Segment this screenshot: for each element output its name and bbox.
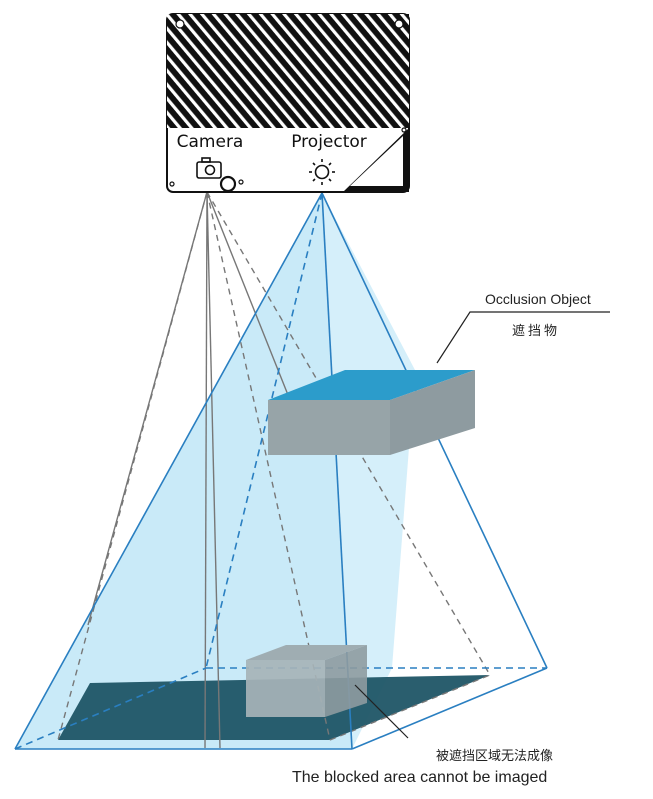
camera-ray-2 bbox=[57, 191, 208, 741]
camera-icon bbox=[196, 157, 222, 179]
sun-icon bbox=[309, 159, 335, 185]
camera-ray-6 bbox=[206, 191, 331, 741]
blocked-leader-line bbox=[354, 684, 409, 739]
ground-box bbox=[246, 645, 367, 717]
base-right bbox=[351, 667, 548, 750]
occlusion-box bbox=[268, 370, 475, 455]
device-corner-inner bbox=[350, 136, 403, 186]
blocked-label-cn: 被遮挡区域无法成像 bbox=[436, 748, 553, 764]
fringe-pattern bbox=[167, 14, 409, 128]
camera-label: Camera bbox=[177, 132, 244, 152]
lens-ring-icon bbox=[219, 175, 244, 193]
device-screws bbox=[169, 19, 407, 187]
blocked-label-en: The blocked area cannot be imaged bbox=[292, 769, 547, 786]
projector-label: Projector bbox=[291, 132, 367, 152]
camera-ray-5 bbox=[206, 191, 291, 401]
occlusion-label-en: Occlusion Object bbox=[485, 291, 591, 307]
occlusion-leader-line bbox=[436, 311, 610, 364]
camera-ray-4 bbox=[206, 191, 221, 749]
occlusion-label-cn: 遮挡物 bbox=[512, 323, 560, 339]
ground-box-front bbox=[246, 660, 325, 717]
camera-ray-3 bbox=[204, 191, 208, 749]
occlusion-box-top bbox=[268, 370, 475, 400]
frustum-edge-left bbox=[14, 192, 323, 750]
scanner-device: Camera Projector bbox=[166, 13, 410, 193]
projection-face-left bbox=[15, 193, 352, 749]
occlusion-box-front bbox=[268, 400, 390, 455]
occlusion-box-side bbox=[390, 370, 475, 455]
base-left bbox=[14, 667, 207, 750]
frustum-edge-back bbox=[205, 192, 323, 669]
camera-ray-8 bbox=[329, 674, 491, 741]
ground-box-top bbox=[246, 645, 367, 660]
ground-box-side bbox=[325, 645, 367, 717]
